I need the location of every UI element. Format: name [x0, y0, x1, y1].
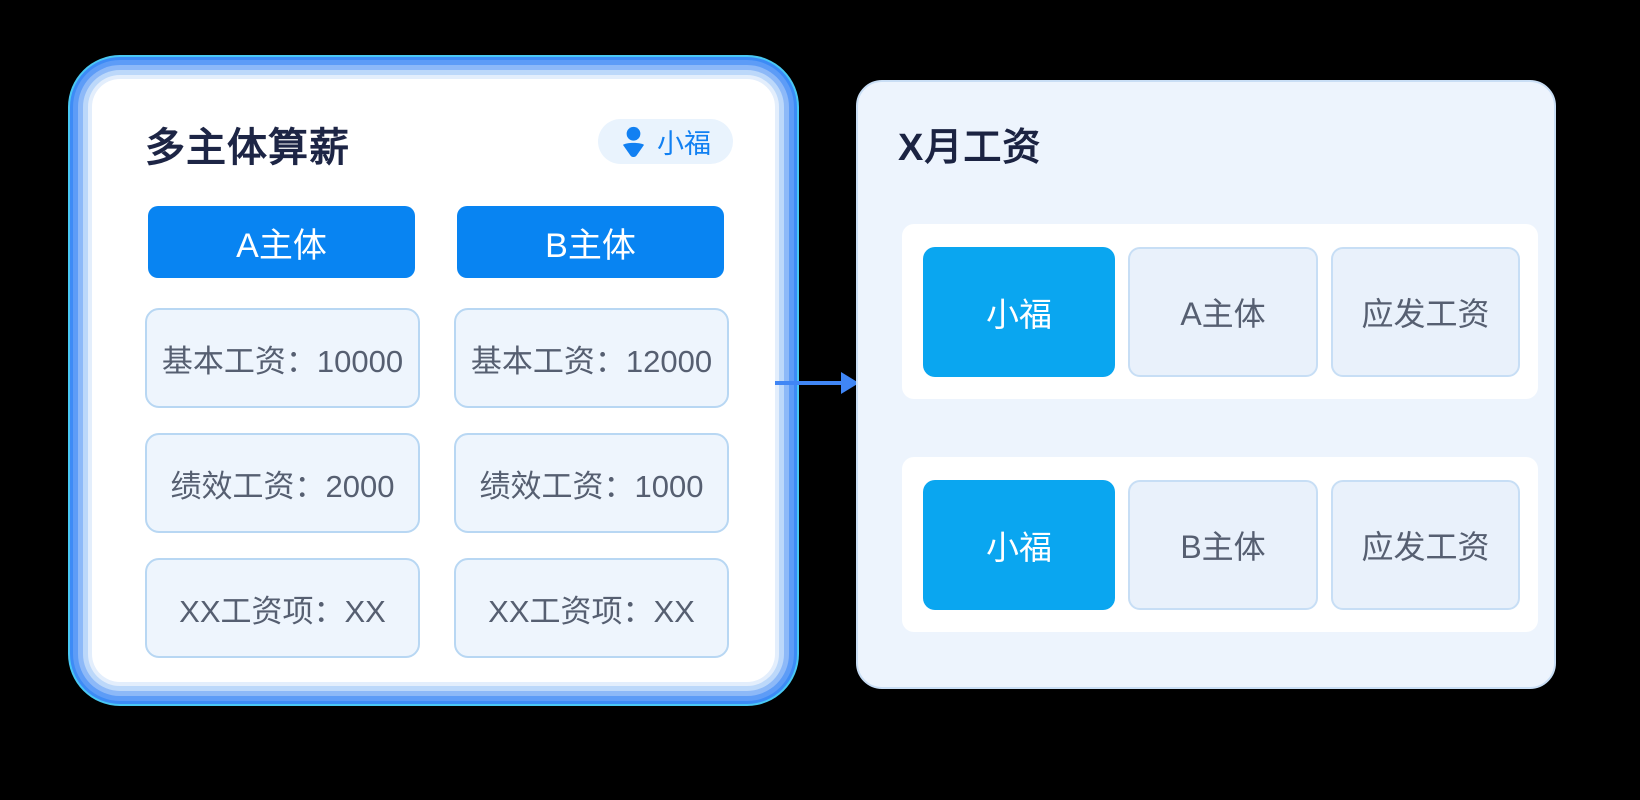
- left-card-title: 多主体算薪: [145, 126, 350, 170]
- monthly-salary-panel: X月工资 小福 A主体 应发工资 小福 B主体 应发工资: [856, 80, 1556, 689]
- entity-b-base-salary-box: 基本工资：12000: [454, 308, 729, 408]
- gross-pay-cell: 应发工资: [1331, 479, 1520, 610]
- entity-cell: A主体: [1128, 246, 1318, 377]
- user-badge-label: 小福: [657, 129, 711, 159]
- person-cell: 小福: [923, 246, 1115, 377]
- multi-entity-payroll-card: 多主体算薪 小福 A主体 B主体 基本工资：10000 绩效工资：2000 XX…: [92, 79, 775, 682]
- salary-row-entity-a: 小福 A主体 应发工资: [902, 224, 1538, 399]
- entity-b-performance-salary-box: 绩效工资：1000: [454, 433, 729, 533]
- arrow-shaft: [775, 381, 843, 385]
- user-badge: 小福: [598, 119, 733, 164]
- entity-a-base-salary-box: 基本工资：10000: [145, 308, 420, 408]
- entity-cell: B主体: [1128, 479, 1318, 610]
- entity-b-header: B主体: [457, 206, 724, 278]
- right-panel-title: X月工资: [898, 127, 1042, 169]
- gross-pay-cell: 应发工资: [1331, 246, 1520, 377]
- entity-b-other-salary-box: XX工资项：XX: [454, 558, 729, 658]
- user-icon: [620, 126, 647, 157]
- entity-a-performance-salary-box: 绩效工资：2000: [145, 433, 420, 533]
- entity-a-header: A主体: [148, 206, 415, 278]
- right-arrow-icon: [775, 371, 859, 395]
- person-cell: 小福: [923, 479, 1115, 610]
- entity-a-other-salary-box: XX工资项：XX: [145, 558, 420, 658]
- salary-row-entity-b: 小福 B主体 应发工资: [902, 457, 1538, 632]
- arrow-head: [841, 372, 859, 394]
